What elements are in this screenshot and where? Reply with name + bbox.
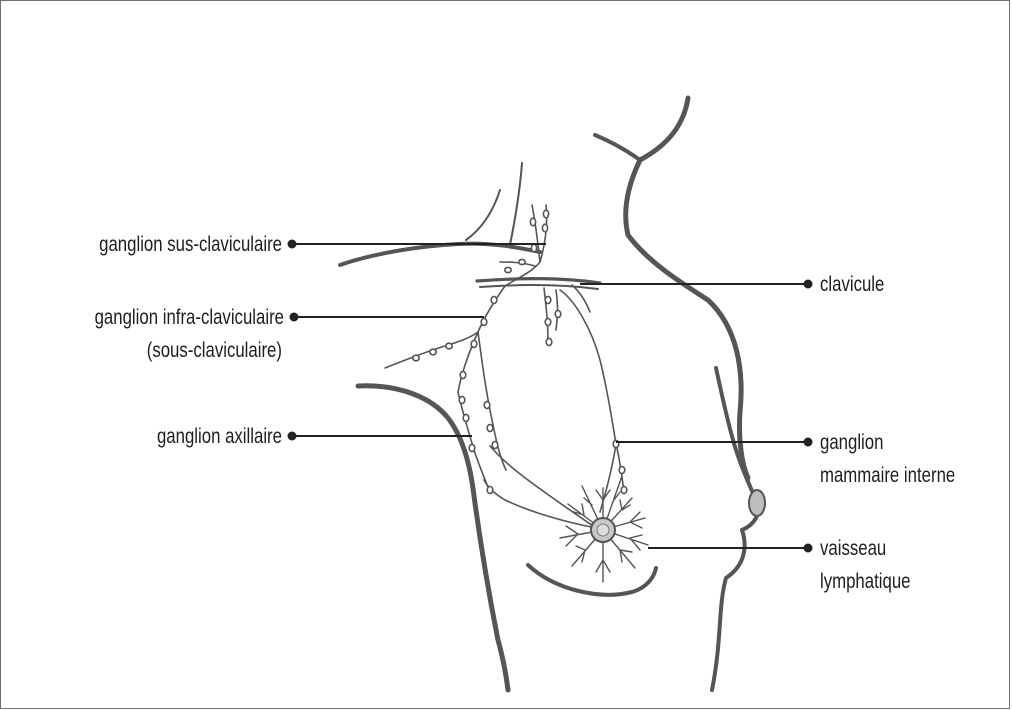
label-clavicle: clavicule	[820, 273, 884, 296]
leader-dot-internal-mammary	[805, 439, 812, 446]
vessel-upper-neck	[532, 205, 540, 262]
leader-dot-infraclavicular	[291, 314, 298, 321]
leader-dot-clavicle	[805, 281, 812, 288]
neck-strand-2	[466, 190, 500, 240]
areola-inner	[597, 524, 609, 536]
label-infraclavicular-line1: ganglion infra-claviculaire	[95, 306, 284, 329]
lymph-node	[487, 424, 493, 431]
neck-strand-1	[510, 163, 522, 245]
vessel-internal-mammary	[560, 290, 624, 492]
label-infraclavicular-line2: (sous-claviculaire)	[147, 339, 282, 362]
lymph-node	[463, 414, 469, 421]
vessel-branch-3	[572, 285, 590, 312]
nipple	[749, 490, 765, 516]
label-internal-mammary-line1: ganglion	[820, 431, 883, 454]
lymph-vessels	[385, 205, 624, 528]
leader-dot-lymph-vessel	[805, 545, 812, 552]
lymph-node	[545, 318, 551, 325]
lymph-node	[555, 310, 561, 317]
lymph-node	[519, 259, 525, 264]
vessel-breast-axilla-1	[490, 446, 596, 528]
lymph-node	[446, 343, 452, 349]
leader-lines	[289, 241, 812, 552]
label-axillary: ganglion axillaire	[157, 425, 282, 448]
vessel-breast-axilla-2	[484, 480, 596, 528]
right-breast-contour	[712, 368, 758, 690]
left-breast-curve	[528, 565, 656, 595]
clavicle-bone-inner	[480, 285, 598, 289]
lymph-node	[619, 466, 625, 473]
lymph-nodes	[413, 210, 627, 493]
lymph-node	[621, 486, 627, 493]
label-lymph-vessel-line2: lymphatique	[820, 570, 911, 593]
lymph-node	[543, 210, 548, 218]
label-internal-mammary-line2: mammaire interne	[820, 464, 955, 487]
lymph-node	[469, 444, 475, 451]
lymph-node	[545, 296, 551, 303]
lymph-node	[542, 224, 547, 232]
leader-dot-axillary	[289, 433, 296, 440]
lymph-node	[492, 441, 498, 448]
label-supraclavicular: ganglion sus-claviculaire	[99, 233, 282, 256]
lymph-node	[481, 318, 487, 325]
shoulder-contour	[358, 386, 508, 690]
lymph-node	[484, 401, 490, 408]
leader-dot-supraclavicular	[289, 241, 296, 248]
lymph-node	[530, 218, 535, 226]
lymph-node	[459, 396, 465, 403]
lymph-node	[413, 355, 419, 361]
lymph-node	[487, 486, 493, 493]
body-outline	[340, 98, 758, 690]
lymph-node	[505, 267, 511, 272]
lymph-node	[491, 296, 497, 303]
labels: ganglion sus-claviculaire ganglion infra…	[95, 233, 956, 593]
lymph-node	[471, 340, 477, 347]
chin-line	[595, 135, 640, 160]
clavicle-bone	[477, 279, 600, 283]
lymph-node	[460, 371, 466, 378]
label-lymph-vessel-line1: vaisseau	[820, 537, 886, 560]
lymph-node	[546, 338, 552, 345]
lymph-node	[430, 349, 436, 355]
lymph-node	[531, 244, 536, 252]
vessel-upper-neck-2	[500, 262, 535, 266]
